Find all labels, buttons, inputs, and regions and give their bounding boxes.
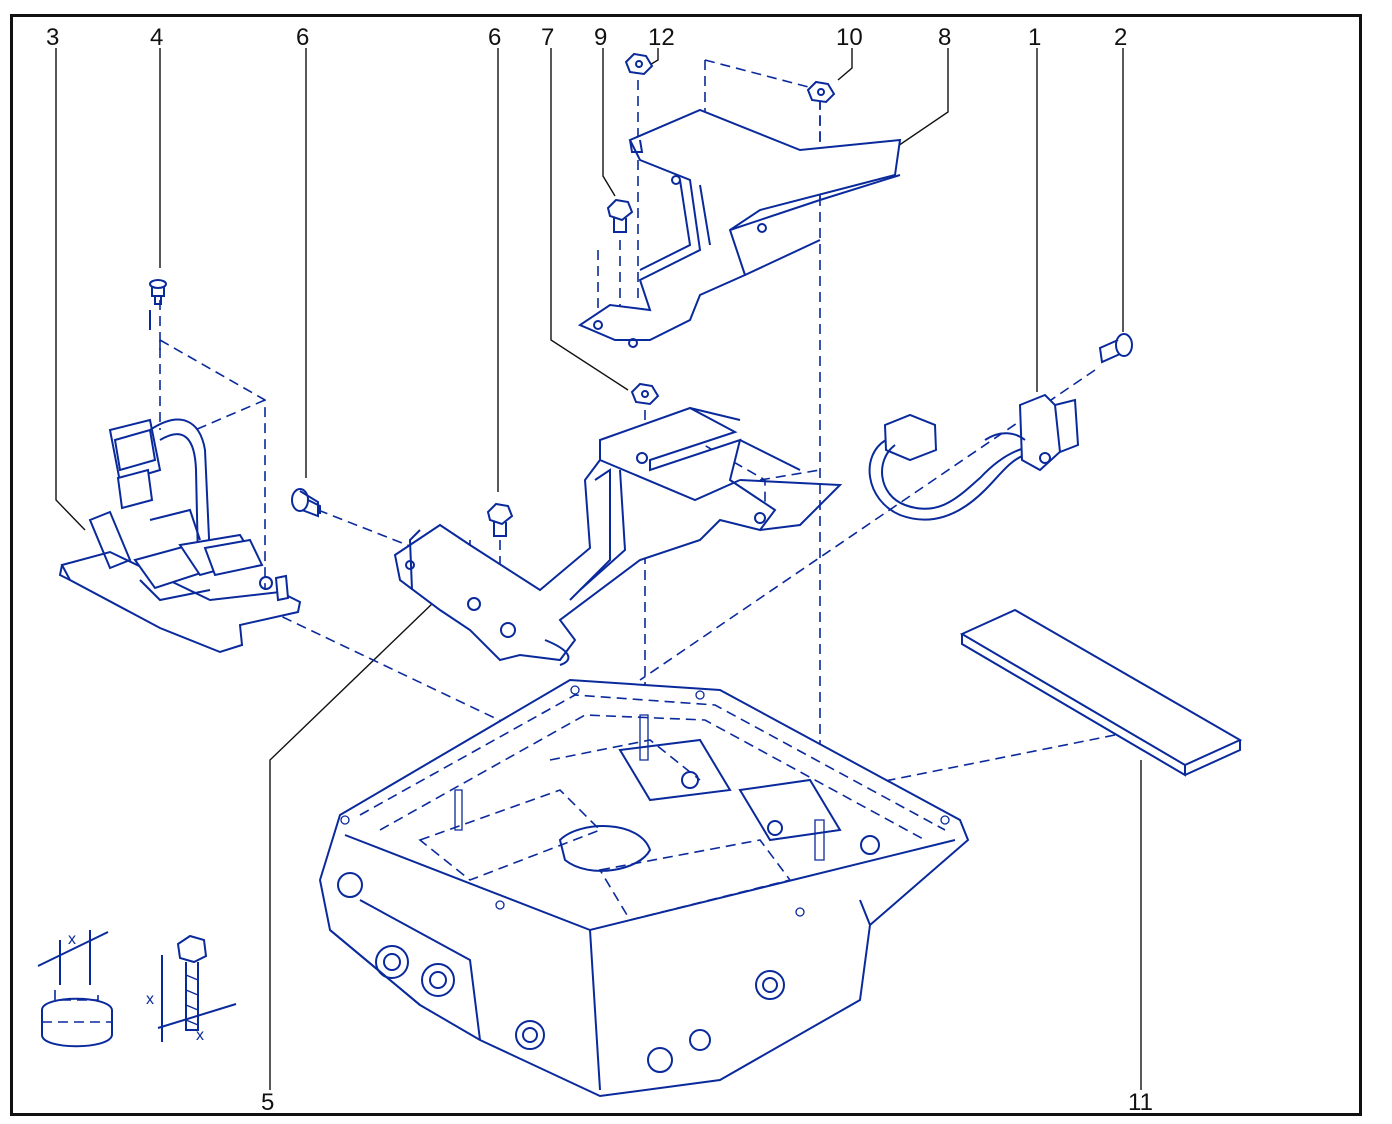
bolt-part-2 <box>1098 333 1133 364</box>
callout-6-left: 6 <box>296 24 309 51</box>
torque-mark-bolt-dia: x <box>196 1027 204 1044</box>
callout-10: 10 <box>836 24 863 51</box>
callout-4: 4 <box>150 24 163 51</box>
torque-symbols <box>37 930 237 1048</box>
lower-bracket-part-5 <box>393 406 843 666</box>
bolt-part-4 <box>149 279 167 305</box>
bolt-part-9 <box>606 198 634 233</box>
diagram-frame <box>10 14 1362 1116</box>
torque-labels: x x x <box>68 931 204 1044</box>
callout-11: 11 <box>1128 1089 1153 1116</box>
callout-2: 2 <box>1114 24 1127 51</box>
callout-12: 12 <box>648 24 675 51</box>
callout-3: 3 <box>46 24 59 51</box>
callout-7: 7 <box>541 24 554 51</box>
callout-9: 9 <box>594 24 607 51</box>
bolt-part-6-middle <box>486 502 514 537</box>
nut-part-12 <box>624 52 654 76</box>
nut-part-10 <box>806 80 836 104</box>
callout-labels: 3 4 6 6 7 9 12 10 8 1 2 5 11 <box>46 24 1153 1116</box>
upper-bracket-part-8 <box>577 108 902 348</box>
leader-lines <box>55 48 1142 1090</box>
nut-part-7 <box>630 382 660 406</box>
callout-5: 5 <box>261 1089 274 1116</box>
pad-part-11 <box>959 608 1243 777</box>
callout-8: 8 <box>938 24 951 51</box>
connector-bracket-part-3 <box>58 310 302 654</box>
torque-mark-nut: x <box>68 931 76 948</box>
torque-mark-bolt-length: x <box>146 991 154 1008</box>
callout-1: 1 <box>1028 24 1041 51</box>
bolt-part-6-left <box>291 488 321 518</box>
callout-6-middle: 6 <box>488 24 501 51</box>
valve-body-housing <box>318 678 970 1098</box>
sensor-harness-part-1 <box>868 393 1080 521</box>
